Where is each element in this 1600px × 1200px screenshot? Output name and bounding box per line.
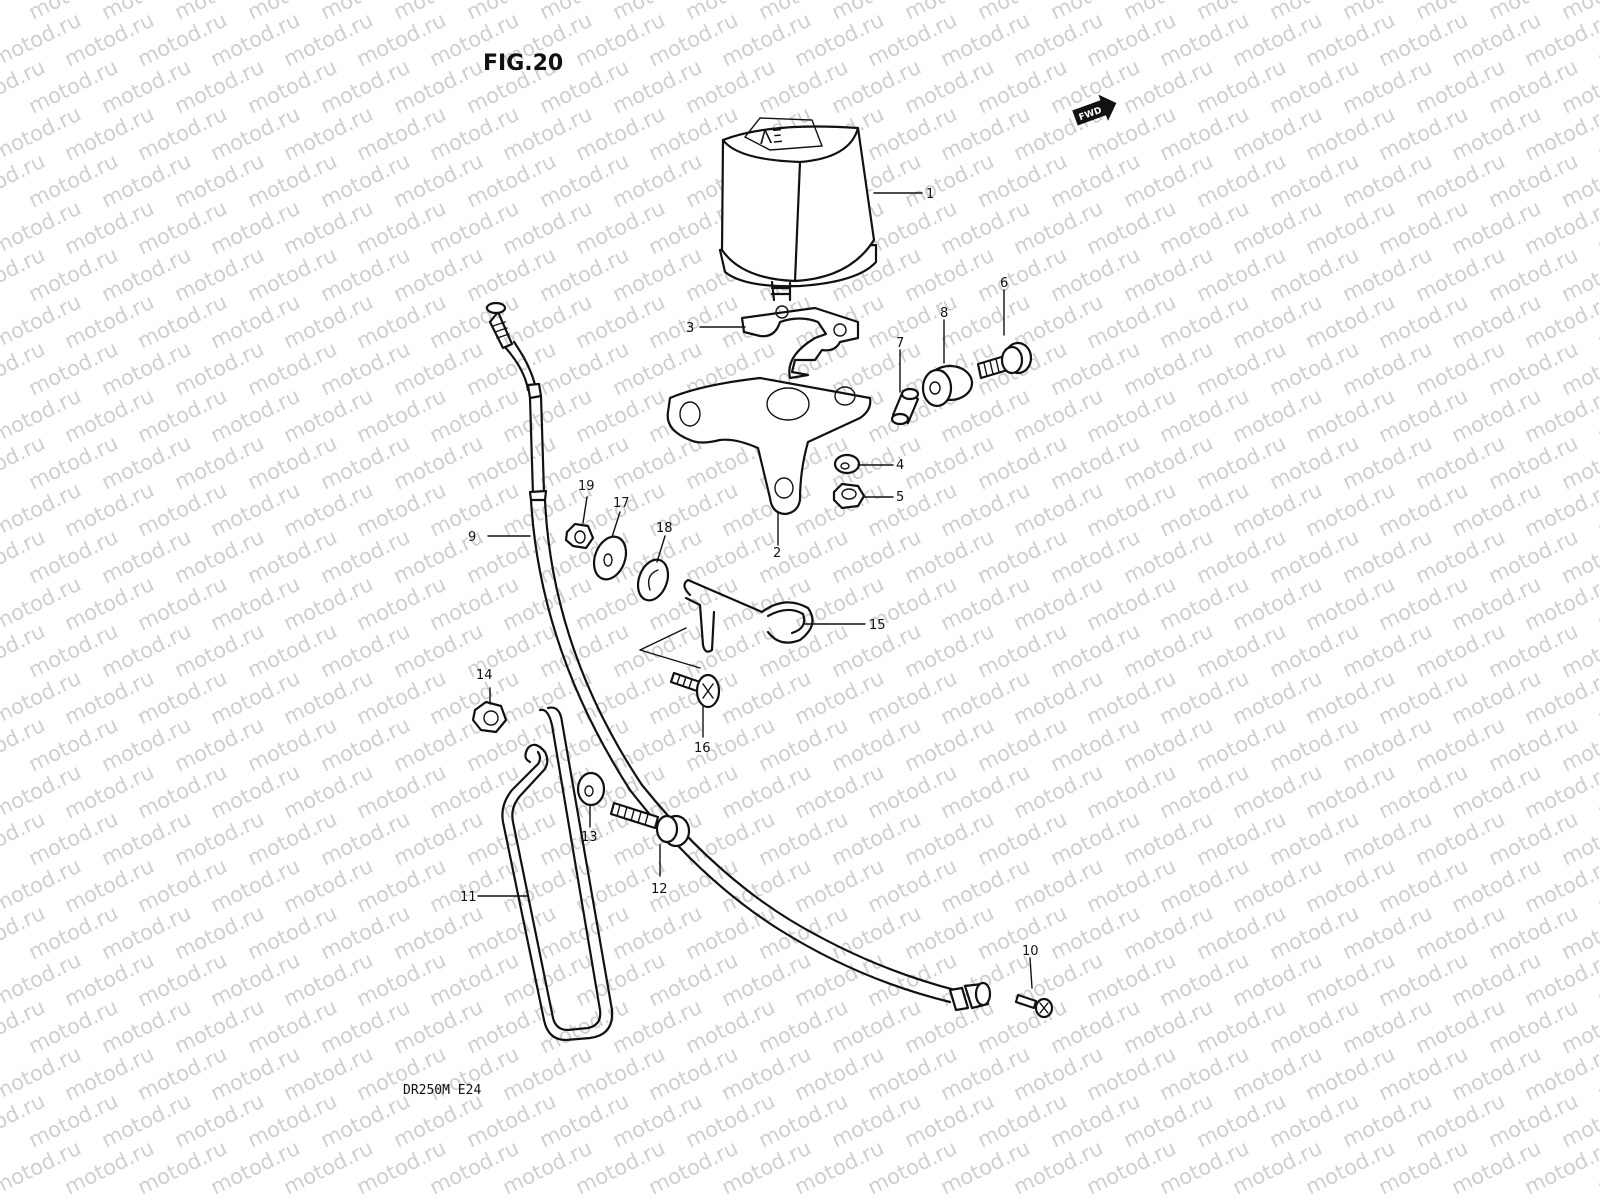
bracket [666,376,872,516]
callout-18: 18 [656,521,673,536]
washer-17 [592,535,628,581]
model-code: DR250M E24 [403,1083,481,1098]
bolt [976,341,1033,380]
speedometer-cable [485,301,992,1012]
nut-19 [564,522,595,550]
clip-washer-18 [636,558,670,602]
leader-lines [477,192,1033,989]
assembly-bracket-line [639,627,701,669]
cable-guide [501,706,614,1042]
callout-labels: 1 2 3 4 5 6 7 8 9 10 11 12 13 14 15 16 1… [460,187,1039,959]
bolt-cable-clamp [609,801,691,848]
washer-cable [576,771,606,807]
callout-13: 13 [581,830,598,845]
figure-title: FIG.20 [483,51,563,76]
small-screw [1014,993,1054,1019]
collar [890,387,920,426]
callout-5: 5 [896,490,904,505]
callout-11: 11 [460,890,477,905]
callout-3: 3 [686,321,694,336]
grommet [921,364,974,408]
callout-14: 14 [476,668,493,683]
callout-8: 8 [940,306,948,321]
callout-2: 2 [773,546,781,561]
mounting-plate [740,305,860,380]
callout-17: 17 [613,496,630,511]
callout-16: 16 [694,741,711,756]
callout-19: 19 [578,479,595,494]
callout-9: 9 [468,530,476,545]
callout-1: 1 [926,187,934,202]
callout-6: 6 [1000,276,1008,291]
screw-16 [669,671,721,709]
svg-text:ΛΞ: ΛΞ [759,126,784,149]
callout-7: 7 [896,336,904,351]
callout-4: 4 [896,458,904,473]
washer [833,453,861,475]
speedometer-housing: ΛΞ [718,117,878,302]
callout-12: 12 [651,882,668,897]
callout-10: 10 [1022,944,1039,959]
nut-cable [471,700,508,734]
callout-15: 15 [869,618,886,633]
nut [832,482,866,510]
wire-clamp [683,578,814,653]
